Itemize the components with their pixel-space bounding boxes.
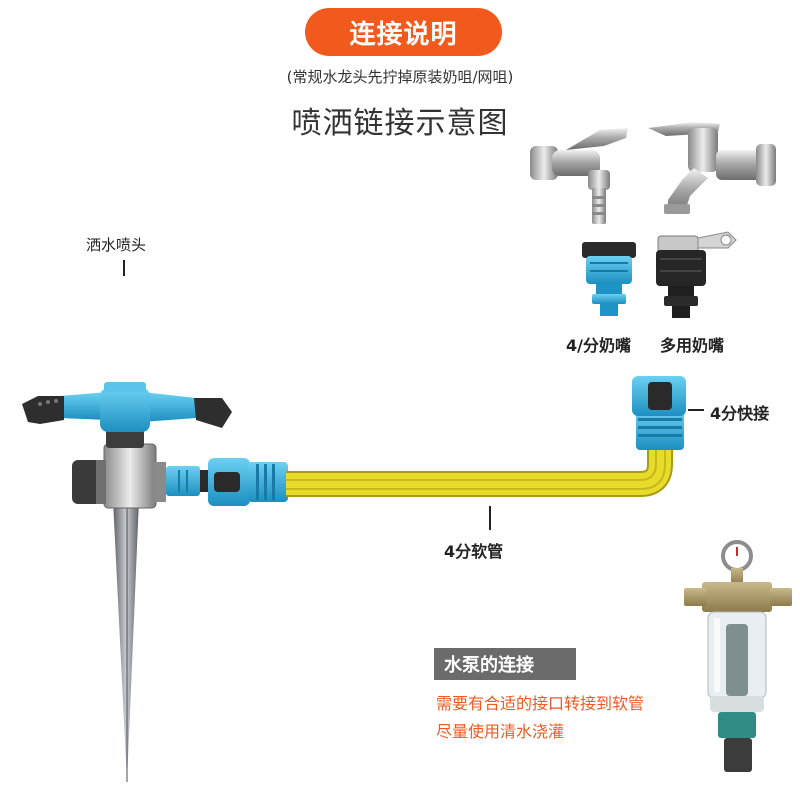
quick-connector-4-icon xyxy=(632,376,686,450)
quick-connector-icon xyxy=(200,458,288,506)
page-title: 连接说明 xyxy=(305,8,502,56)
quick-connect-label: 4分快接 xyxy=(710,404,770,423)
multi-nozzle-label: 多用奶嘴 xyxy=(660,336,725,355)
sprinkler-head-label: 洒水喷头 xyxy=(86,236,147,254)
multi-nozzle-icon xyxy=(656,231,737,318)
faucet-icon xyxy=(648,122,776,214)
nozzle-4-icon xyxy=(582,242,636,316)
nozzle-4-label: 4/分奶嘴 xyxy=(566,336,631,355)
water-filter-icon xyxy=(684,540,792,772)
pump-note-line-2: 尽量使用清水浇灌 xyxy=(436,722,565,741)
hose-icon xyxy=(286,446,673,497)
diagram-title: 喷洒链接示意图 xyxy=(291,106,509,141)
subtitle: (常规水龙头先拧掉原装奶咀/网咀) xyxy=(286,68,514,86)
hose-label: 4分软管 xyxy=(444,542,504,561)
pump-note-line-1: 需要有合适的接口转接到软管 xyxy=(436,694,645,713)
sprinkler-icon xyxy=(22,382,232,782)
pump-section-header: 水泵的连接 xyxy=(434,648,576,680)
faucet-icon xyxy=(530,128,628,224)
